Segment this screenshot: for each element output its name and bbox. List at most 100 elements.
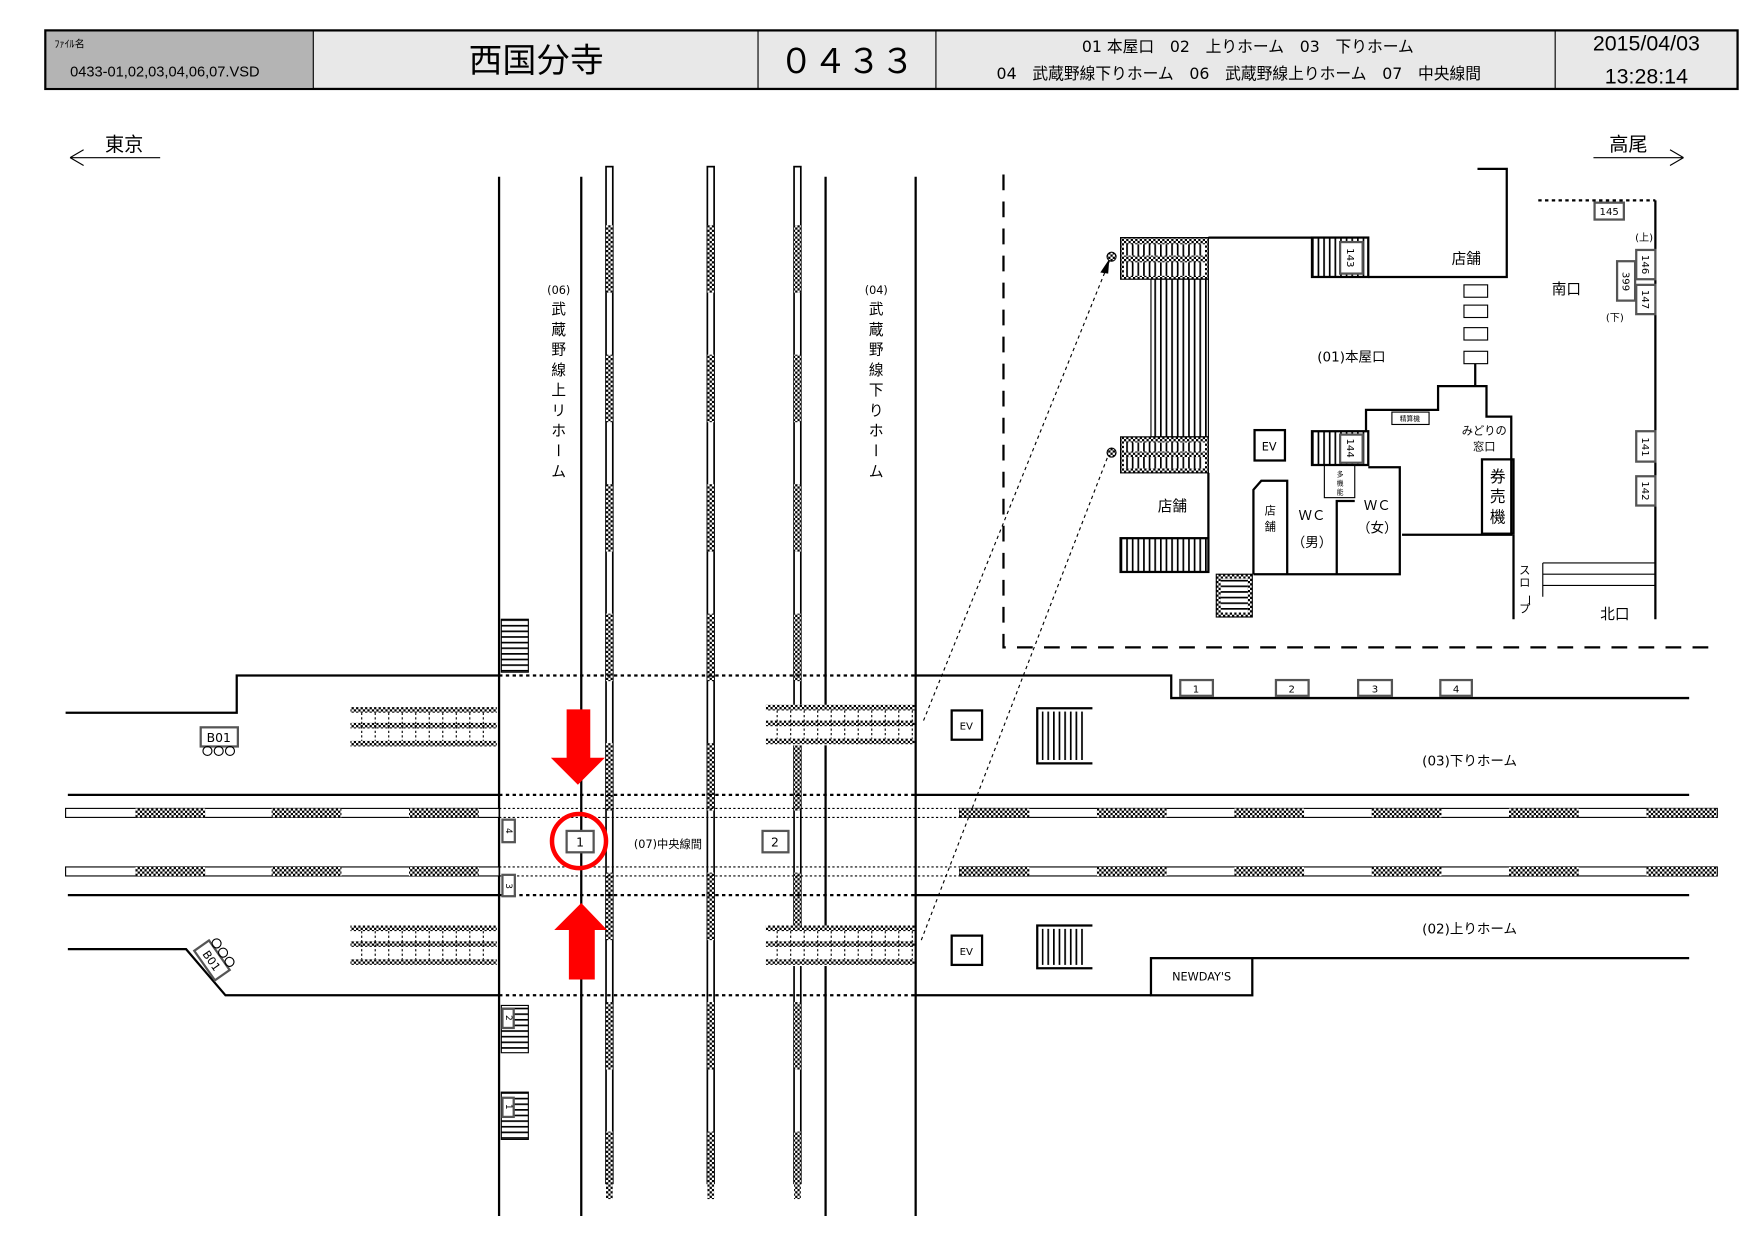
station-code: ０４３３ [779, 43, 914, 81]
ev-concourse: EV [1262, 440, 1277, 453]
track-hatch [959, 866, 1030, 876]
rail-hatch [794, 613, 801, 682]
camera-145: 145 [1600, 207, 1619, 218]
svg-text:プ: プ [1519, 602, 1531, 615]
ticket-machine-label: 売 [1490, 487, 1506, 506]
track-hatch [408, 866, 479, 876]
stair-edge [765, 738, 915, 745]
north-exit: 北口 [1600, 606, 1629, 623]
svg-text:2: 2 [503, 1015, 513, 1021]
multi-toilet-label: 能 [1337, 487, 1344, 496]
stair-2-lower: 2 [500, 1004, 529, 1054]
svg-text:EV: EV [960, 722, 973, 733]
platform-stairs [350, 704, 915, 967]
vertical-label-char: 下 [869, 382, 884, 399]
vertical-label-char: り [869, 402, 884, 419]
direction-takao: 高尾 [1593, 133, 1684, 166]
stair-edge [350, 722, 497, 729]
stair-edge [350, 740, 497, 747]
station-name: 西国分寺 [469, 41, 604, 80]
midori-label-2: 窓口 [1473, 439, 1496, 453]
svg-text:EV: EV [960, 947, 973, 958]
wc-men: （男） [1292, 535, 1333, 551]
camera-143: 143 [1344, 248, 1355, 267]
wc-women: ＷＣ [1364, 498, 1391, 514]
track-hatch [408, 808, 479, 818]
vertical-label-char: 武 [551, 301, 566, 318]
rail-hatch [794, 872, 801, 941]
down-mark: (下) [1606, 313, 1624, 324]
camera-142: 142 [1639, 481, 1650, 500]
label-chuo-between: (07)中央線間 [634, 837, 702, 851]
vertical-label-char: 線 [551, 362, 566, 379]
vertical-label-char: ム [869, 463, 884, 480]
svg-text:高尾: 高尾 [1609, 133, 1647, 156]
b01-sign: B01 [199, 726, 239, 757]
svg-text:東京: 東京 [105, 133, 143, 156]
multi-toilet-label: 多 [1337, 469, 1344, 478]
svg-text:ロ: ロ [1519, 577, 1530, 590]
track-dotted [499, 866, 960, 877]
vertical-label-char: ホ [551, 423, 566, 440]
camera-141: 141 [1639, 437, 1650, 456]
elevator-up-platform: EV [950, 934, 984, 967]
track-dotted [499, 807, 960, 818]
rail-hatch [794, 484, 801, 552]
rail-hatch [606, 872, 613, 941]
stair-edge [765, 941, 915, 947]
track-hatch [1371, 866, 1442, 876]
stair-edge [350, 941, 497, 947]
rail-hatch [707, 1131, 715, 1200]
track-hatch [1234, 866, 1305, 876]
rail-hatch [606, 613, 613, 682]
rail-hatch [707, 872, 715, 941]
rail-hatch [606, 1131, 613, 1200]
label-musashino-down: (04)武蔵野線下りホーム [865, 284, 888, 480]
svg-text:4: 4 [503, 828, 513, 834]
elevator-down-platform: EV [950, 709, 984, 741]
highlight-arrow-down [550, 709, 605, 785]
rail-hatch [707, 743, 715, 811]
track-hatch [1096, 866, 1167, 876]
label-down-platform: (03)下りホーム [1422, 754, 1517, 770]
svg-text:1: 1 [1193, 684, 1199, 695]
track-hatch [959, 808, 1030, 818]
stair-edge [350, 959, 497, 965]
legend-line-2: 04 武蔵野線下りホーム 06 武蔵野線上りホーム 07 中央線間 [997, 64, 1481, 83]
track-hatch [271, 866, 342, 876]
file-label: ﾌｧｲﾙ名 [54, 37, 84, 50]
time: 13:28:14 [1605, 64, 1688, 88]
seisan-label: 精算機 [1400, 414, 1421, 423]
vertical-label-char: ー [549, 443, 566, 458]
camera-146: 146 [1639, 255, 1650, 274]
rail-hatch [707, 225, 715, 293]
highlight-arrow-up [554, 902, 608, 980]
track-hatch [1096, 808, 1167, 818]
stair-edge [765, 704, 915, 711]
track-hatch [1646, 866, 1717, 876]
platform-outlines [65, 674, 1718, 997]
camera-box-2: 2 [761, 829, 790, 854]
rail-hatch [606, 484, 613, 552]
vertical-label-char: リ [551, 402, 566, 419]
stair-edge [765, 959, 915, 965]
multi-toilet-label: 機 [1337, 478, 1344, 487]
rail-hatch [707, 613, 715, 682]
shop-top: 店舗 [1452, 250, 1481, 267]
vertical-label-char: ー [867, 443, 884, 458]
vertical-label-char: ム [551, 463, 566, 480]
vertical-label-char: 上 [551, 382, 566, 399]
wc-women: （女） [1357, 520, 1398, 537]
vertical-label-char: 蔵 [551, 321, 566, 338]
track-hatch [271, 808, 342, 818]
rail-hatch [707, 354, 715, 423]
rail-hatch [794, 1131, 801, 1200]
rail-hatch [606, 225, 613, 293]
midori-label-1: みどりの [1462, 425, 1507, 438]
camera-144: 144 [1344, 438, 1355, 457]
rail-hatch [707, 484, 715, 552]
header-bar: ﾌｧｲﾙ名 0433-01,02,03,04,06,07.VSD 西国分寺 ０４… [44, 29, 1739, 91]
legend-line-1: 01 本屋口 02 上りホーム 03 下りホーム [1082, 37, 1414, 56]
track-hatch [135, 866, 206, 876]
